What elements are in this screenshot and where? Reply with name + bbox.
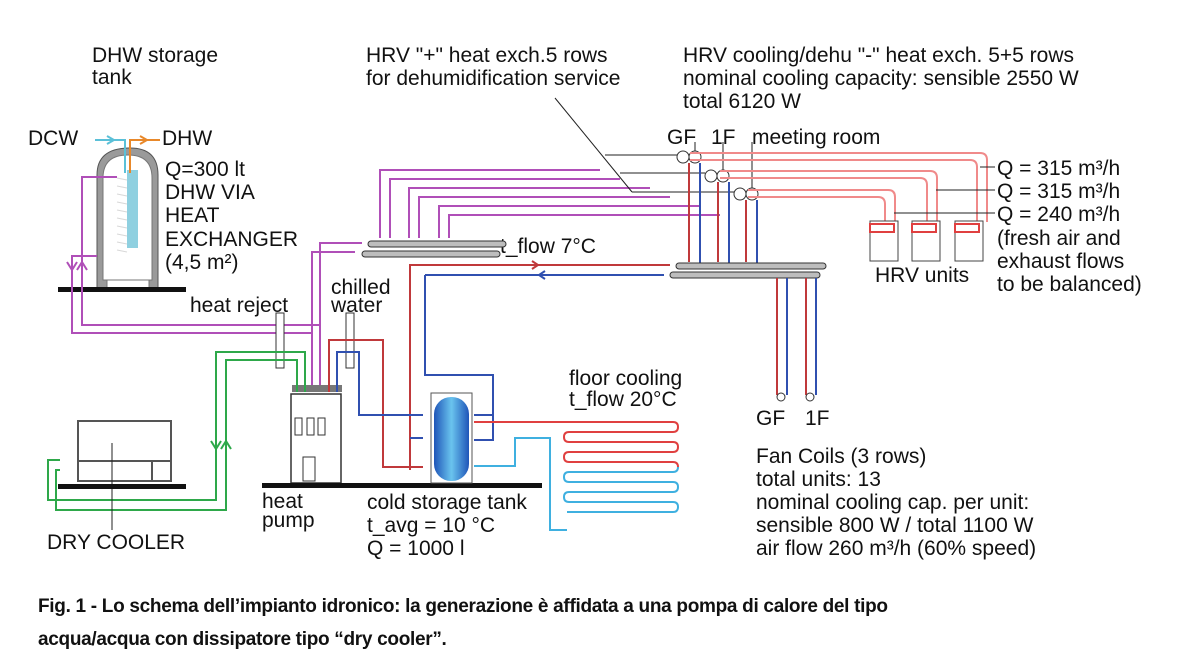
- svg-text:total units: 13: total units: 13: [756, 468, 881, 491]
- svg-text:chilled: chilled: [331, 276, 391, 299]
- svg-text:total 6120 W: total 6120 W: [683, 90, 801, 113]
- hydronic-schematic: DHW storage tank DCW DHW Q=300 lt DHW VI…: [28, 44, 1142, 560]
- hrv-minus-label: HRV cooling/dehu "-" heat exch. 5+5 rows…: [683, 44, 1079, 113]
- floor-return-pipe: [474, 437, 567, 531]
- svg-text:tank: tank: [92, 66, 132, 89]
- svg-text:heat: heat: [262, 490, 303, 513]
- hrv-zone-1f-label: 1F: [711, 126, 736, 149]
- hrv-feed-pipes: [688, 163, 758, 268]
- dhw-storage-tank: [58, 147, 186, 292]
- fancoil-1f-icon: [805, 392, 815, 402]
- svg-text:DHW storage: DHW storage: [92, 44, 218, 67]
- fancoil-drops: [776, 278, 817, 395]
- flow-arrow-icon: [531, 260, 540, 270]
- svg-text:HRV cooling/dehu "-" heat exch: HRV cooling/dehu "-" heat exch. 5+5 rows: [683, 44, 1074, 67]
- figure-caption: Fig. 1 - Lo schema dell’impianto idronic…: [38, 590, 1178, 656]
- svg-text:(4,5 m²): (4,5 m²): [165, 251, 239, 274]
- svg-text:Q = 240 m³/h: Q = 240 m³/h: [997, 203, 1120, 226]
- svg-text:t_flow 20°C: t_flow 20°C: [569, 388, 677, 411]
- svg-text:for dehumidification service: for dehumidification service: [366, 67, 620, 90]
- fancoil-zone-1f-label: 1F: [805, 407, 830, 430]
- caption-line-1: Fig. 1 - Lo schema dell’impianto idronic…: [38, 596, 888, 617]
- svg-text:to be balanced): to be balanced): [997, 273, 1142, 296]
- tank-return-pipe: [474, 420, 494, 441]
- hrv-units: [869, 166, 995, 262]
- hrv-zone-gf-label: GF: [667, 126, 696, 149]
- dhw-tank-specs: Q=300 lt DHW VIA HEAT EXCHANGER (4,5 m²): [165, 158, 298, 274]
- caption-line-2: acqua/acqua con dissipatore tipo “dry co…: [38, 629, 447, 650]
- hp-supply-pipe: [328, 339, 423, 468]
- svg-text:DHW VIA: DHW VIA: [165, 181, 255, 204]
- hrv-plus-label: HRV "+" heat exch.5 rows for dehumidific…: [366, 44, 620, 90]
- svg-text:Q = 315 m³/h: Q = 315 m³/h: [997, 180, 1120, 203]
- heat-pump: [290, 385, 342, 484]
- chilled-water-manifold: [669, 262, 827, 279]
- svg-text:sensible 800 W / total 1100 W: sensible 800 W / total 1100 W: [756, 514, 1034, 537]
- dcw-label: DCW: [28, 127, 78, 150]
- dry-cooler-loop: [47, 351, 306, 511]
- dhw-heat-exchanger: [127, 170, 138, 248]
- svg-text:HEAT: HEAT: [165, 204, 220, 227]
- fancoil-zone-gf-label: GF: [756, 407, 785, 430]
- svg-text:cold storage tank: cold storage tank: [367, 491, 527, 514]
- dry-cooler: [58, 420, 186, 530]
- t-flow-7-label: t_flow 7°C: [500, 235, 596, 258]
- fan-coils-specs: Fan Coils (3 rows) total units: 13 nomin…: [756, 445, 1036, 560]
- floor-cooling-label: floor cooling t_flow 20°C: [569, 367, 682, 411]
- hrv-ducts: [690, 152, 988, 222]
- dcw-pipe: [95, 139, 126, 173]
- fancoil-gf-icon: [776, 392, 786, 402]
- svg-text:Fan Coils (3 rows): Fan Coils (3 rows): [756, 445, 926, 468]
- heat-pump-label: heat pump: [262, 490, 315, 532]
- svg-text:water: water: [330, 294, 382, 317]
- dhw-arrow-icon: [139, 135, 150, 145]
- svg-text:(fresh air and: (fresh air and: [997, 227, 1121, 250]
- floor-base: [262, 483, 542, 488]
- floor-cooling-loop: [543, 421, 680, 513]
- svg-text:HRV "+" heat exch.5 rows: HRV "+" heat exch.5 rows: [366, 44, 608, 67]
- hrv-zone-meeting-label: meeting room: [752, 126, 880, 149]
- svg-text:EXCHANGER: EXCHANGER: [165, 228, 298, 251]
- dhw-label: DHW: [162, 127, 212, 150]
- chilled-supply-pipe: [409, 264, 670, 470]
- svg-text:Q = 315 m³/h: Q = 315 m³/h: [997, 157, 1120, 180]
- chilled-water-label: chilled water: [330, 276, 391, 317]
- dcw-arrow-icon: [106, 135, 117, 145]
- svg-text:pump: pump: [262, 509, 315, 532]
- dhw-heat-loop: [71, 176, 362, 392]
- dry-cooler-label: DRY COOLER: [47, 531, 185, 554]
- chilled-return-drop: [424, 275, 494, 440]
- arrow-up-icon: [76, 260, 88, 271]
- hrv-units-label: HRV units: [875, 264, 969, 287]
- cold-storage-label: cold storage tank t_avg = 10 °C Q = 1000…: [367, 491, 527, 560]
- svg-text:Q = 1000 l: Q = 1000 l: [367, 537, 464, 560]
- svg-text:floor cooling: floor cooling: [569, 367, 682, 390]
- svg-text:nominal cooling cap. per unit:: nominal cooling cap. per unit:: [756, 491, 1029, 514]
- svg-text:air flow 260 m³/h (60% speed): air flow 260 m³/h (60% speed): [756, 537, 1036, 560]
- svg-text:exhaust flows: exhaust flows: [997, 250, 1124, 273]
- cold-storage-tank: [430, 392, 473, 484]
- hrv-flow-labels: Q = 315 m³/h Q = 315 m³/h Q = 240 m³/h (…: [997, 157, 1142, 296]
- hp-return-pipe: [336, 351, 423, 416]
- dhw-storage-tank-label: DHW storage tank: [92, 44, 218, 89]
- heat-reject-separator: [275, 312, 285, 369]
- arrow-down-icon: [66, 261, 78, 272]
- heat-reject-label: heat reject: [190, 294, 288, 317]
- hrv-minus-coils: [554, 97, 759, 201]
- svg-text:Q=300 lt: Q=300 lt: [165, 158, 245, 181]
- svg-text:nominal cooling capacity: sens: nominal cooling capacity: sensible 2550 …: [683, 67, 1079, 90]
- arrow-down-icon: [210, 440, 222, 451]
- arrow-up-icon: [220, 439, 232, 450]
- svg-text:t_avg = 10 °C: t_avg = 10 °C: [367, 514, 495, 537]
- hrv-plus-manifold: [361, 169, 720, 258]
- dhw-pipe: [129, 139, 160, 173]
- flow-arrow-icon: [537, 270, 546, 280]
